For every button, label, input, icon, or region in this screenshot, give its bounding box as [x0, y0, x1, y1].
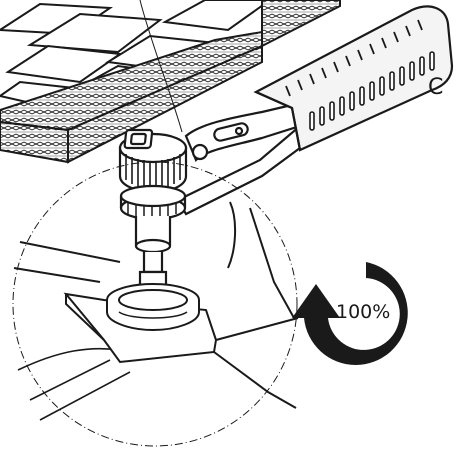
ratchet-handle: [176, 5, 454, 216]
tray-panel: [0, 0, 341, 164]
knob-knurling: [125, 154, 181, 190]
counterclockwise-arrow-icon: [292, 262, 408, 365]
driver-knob: [118, 128, 188, 294]
grip-ribs-top: [285, 19, 423, 97]
pointer-line: [139, 0, 183, 133]
hinge-detail: [13, 201, 299, 421]
tray-edge-band: [0, 0, 341, 164]
grip-ribs-side: [309, 51, 435, 131]
rotation-percentage: 100%: [336, 301, 390, 323]
part-label: C: [428, 75, 443, 100]
detail-magnifier-circle: [12, 161, 298, 447]
handle-grip: [253, 5, 454, 152]
